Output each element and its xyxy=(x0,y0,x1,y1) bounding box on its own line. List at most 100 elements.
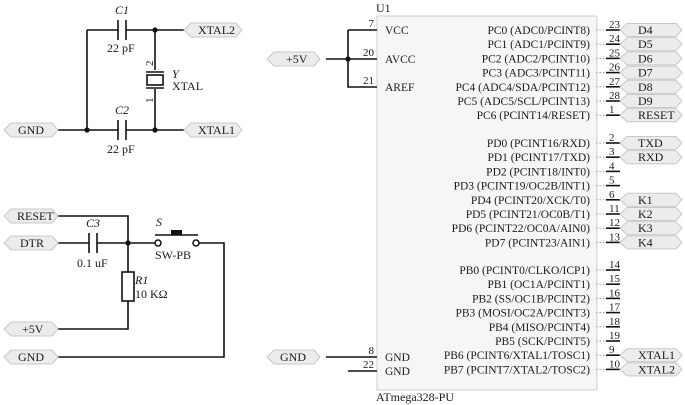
resistor-r1[interactable] xyxy=(121,271,135,302)
port-5v-reset[interactable]: +5V xyxy=(3,321,59,337)
pin-name: PB1 (OC1A/PCINT1) xyxy=(487,279,590,291)
port-xtal1[interactable]: XTAL1 xyxy=(183,122,243,138)
port-label: GND xyxy=(18,123,44,137)
crystal-y[interactable] xyxy=(146,71,164,89)
crystal-circuit: C1 22 pF C2 22 pF 2 1 Y XTAL XTAL2 XT xyxy=(3,3,243,156)
port-txd[interactable]: TXD xyxy=(619,136,683,150)
port-k1[interactable]: K1 xyxy=(619,192,683,207)
port-label: D7 xyxy=(638,66,653,80)
pin-number: 24 xyxy=(609,33,621,45)
pin-name: PD6 (PCINT22/OC0A/AIN0) xyxy=(452,223,590,235)
port-d8[interactable]: D8 xyxy=(619,79,683,94)
port-d9[interactable]: D9 xyxy=(619,94,683,108)
chip-pin-4[interactable]: PD2 (PCINT18/INT0)4 xyxy=(486,160,620,178)
pin-number: 18 xyxy=(609,316,621,328)
capacitor-c2[interactable] xyxy=(117,120,127,140)
port-label: XTAL2 xyxy=(198,23,235,37)
port-label: D9 xyxy=(638,94,653,108)
pin-number: 22 xyxy=(363,359,374,371)
junction xyxy=(345,56,351,62)
pin-name: PD3 (PCINT19/OC2B/INT1) xyxy=(454,181,591,193)
port-d6[interactable]: D6 xyxy=(619,51,683,65)
port-k4[interactable]: K4 xyxy=(619,235,683,250)
port-gnd-crystal[interactable]: GND xyxy=(3,122,59,138)
wire-sw-gnd xyxy=(58,242,225,358)
pin-name: GND xyxy=(385,352,410,364)
pin-name: PC4 (ADC4/SDA/PCINT12) xyxy=(455,82,590,94)
pin-number: 25 xyxy=(609,47,621,59)
chip-pin-15[interactable]: PB1 (OC1A/PCINT1)15 xyxy=(487,273,620,291)
pin-name: PB7 (PCINT7/XTAL2/TOSC2) xyxy=(444,364,590,376)
chip-pin-18[interactable]: PB4 (MISO/PCINT4)18 xyxy=(489,316,621,334)
pin-name: PD1 (PCINT17/TXD) xyxy=(487,152,590,164)
port-d7[interactable]: D7 xyxy=(619,66,683,80)
capacitor-c1[interactable] xyxy=(117,20,127,40)
port-reset[interactable]: RESET xyxy=(619,108,683,123)
port-xtal2[interactable]: XTAL2 xyxy=(619,362,683,377)
port-5v-chip[interactable]: +5V xyxy=(266,51,321,67)
pin-name: PC6 (PCINT14/RESET) xyxy=(477,110,591,122)
pin-name: PC0 (ADC0/PCINT8) xyxy=(487,25,590,37)
chip-u1: U1 ATmega328-PU +5V GND 7VCC20AVCC21AREF… xyxy=(266,1,683,404)
port-dtr[interactable]: DTR xyxy=(3,235,59,251)
port-d4[interactable]: D4 xyxy=(619,23,683,37)
port-label: XTAL2 xyxy=(638,362,675,376)
port-label: XTAL1 xyxy=(638,348,675,362)
port-label: +5V xyxy=(22,322,44,336)
port-gnd-reset[interactable]: GND xyxy=(3,349,59,365)
pin-name: AVCC xyxy=(385,54,416,66)
port-label: D8 xyxy=(638,80,653,94)
chip-body[interactable] xyxy=(376,15,598,391)
port-reset[interactable]: RESET xyxy=(3,208,59,224)
port-label: TXD xyxy=(638,136,663,150)
c1-ref: C1 xyxy=(115,3,129,17)
pin-number: 19 xyxy=(609,330,621,342)
port-xtal1[interactable]: XTAL1 xyxy=(619,348,683,362)
pin-name: PB6 (PCINT6/XTAL1/TOSC1) xyxy=(444,350,590,362)
chip-pin-17[interactable]: PB3 (MOSI/OC2A/PCINT3)17 xyxy=(455,302,620,320)
chip-pin-16[interactable]: PB2 (SS/OC1B/PCINT2)16 xyxy=(472,287,620,305)
port-label: K4 xyxy=(638,235,653,249)
pin-number: 26 xyxy=(609,62,621,74)
pin-name: PD2 (PCINT18/INT0) xyxy=(486,166,590,178)
port-xtal2[interactable]: XTAL2 xyxy=(183,22,243,38)
pin-name: AREF xyxy=(385,82,414,94)
port-rxd[interactable]: RXD xyxy=(619,150,683,165)
chip-pin-19[interactable]: PB5 (SCK/PCINT5)19 xyxy=(495,330,620,348)
port-label: D6 xyxy=(638,51,653,65)
pin-number: 23 xyxy=(609,19,621,31)
port-k3[interactable]: K3 xyxy=(619,221,683,236)
port-gnd-chip[interactable]: GND xyxy=(266,349,321,365)
capacitor-c3[interactable] xyxy=(88,233,98,253)
port-k2[interactable]: K2 xyxy=(619,207,683,221)
port-d5[interactable]: D5 xyxy=(619,37,683,51)
chip-pin-5[interactable]: PD3 (PCINT19/OC2B/INT1)5 xyxy=(454,175,620,193)
chip-pin-14[interactable]: PB0 (PCINT0/CLKO/ICP1)14 xyxy=(459,259,620,277)
pin-number: 28 xyxy=(609,90,621,102)
push-button-switch[interactable] xyxy=(154,230,200,247)
pin-number: 2 xyxy=(609,132,615,144)
pin-name: PD7 (PCINT23/AIN1) xyxy=(485,237,590,249)
pin-number: 7 xyxy=(369,18,375,30)
pin-number: 11 xyxy=(609,203,620,215)
